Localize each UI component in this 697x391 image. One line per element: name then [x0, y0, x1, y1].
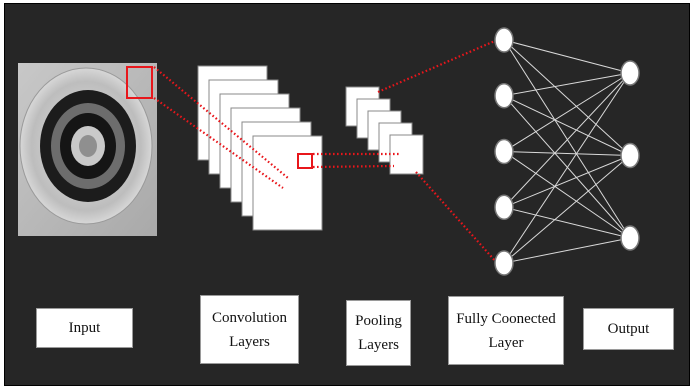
fully-connected-connections [503, 39, 631, 264]
fully-connected-label: Fully Coonected Layer [448, 296, 564, 365]
conv-feature-map [252, 135, 323, 231]
pooling-feature-maps [345, 86, 424, 175]
output-nodes [620, 60, 640, 251]
fc-node [494, 250, 514, 276]
connection-line [503, 95, 631, 239]
red-projection-lines [153, 38, 498, 264]
fc-node [494, 27, 514, 53]
connection-line [503, 72, 631, 208]
output-node [620, 225, 640, 251]
fc-node [494, 194, 514, 220]
fc-node [494, 83, 514, 109]
connection-line [503, 151, 631, 239]
conv-receptive-field [297, 153, 313, 169]
fully-connected-nodes [494, 27, 514, 276]
connection-line [503, 72, 631, 264]
output-label: Output [583, 308, 674, 350]
output-node [620, 60, 640, 86]
connection-line [503, 155, 631, 208]
convolution-label: Convolution Layers [200, 295, 299, 364]
connection-line [503, 237, 631, 264]
convolution-feature-maps [197, 65, 323, 231]
connection-line [503, 95, 631, 156]
connection-line [503, 39, 631, 156]
connection-line [503, 39, 631, 74]
connection-line [503, 206, 631, 239]
connection-line [503, 39, 631, 239]
connection-line [503, 72, 631, 152]
connection-line [503, 151, 631, 156]
connection-line [503, 155, 631, 264]
connection-line [503, 72, 631, 97]
input-receptive-field [126, 66, 153, 99]
input-label: Input [36, 308, 133, 348]
pool-feature-map [389, 134, 424, 175]
fc-node [494, 138, 514, 165]
pooling-label: Pooling Layers [346, 300, 411, 366]
input-image [18, 63, 157, 236]
output-node [620, 142, 640, 169]
